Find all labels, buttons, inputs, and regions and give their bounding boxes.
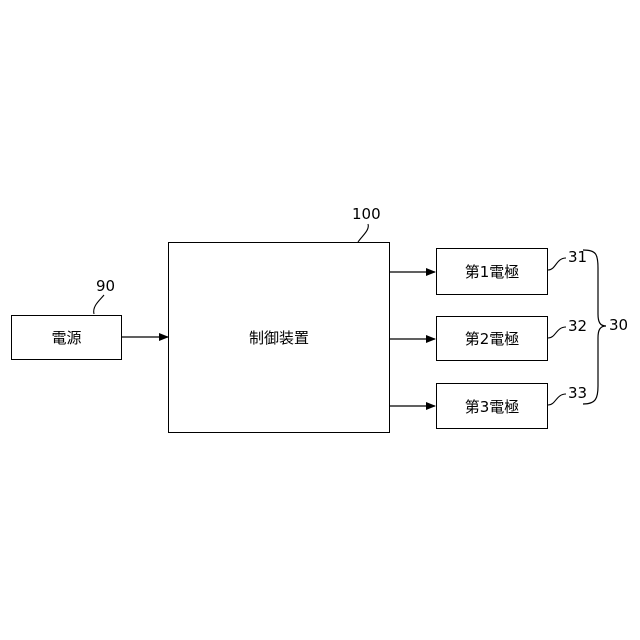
ref-label-90: 90 [96,279,115,294]
electrode-2-label: 第2電極 [465,328,520,349]
leader-line-32 [548,327,566,338]
ref-label-32: 32 [568,319,587,334]
electrode-3-label: 第3電極 [465,396,520,417]
ref-label-31: 31 [568,250,587,265]
power-supply-block: 電源 [11,315,122,360]
ref-label-33: 33 [568,386,587,401]
ref-label-100: 100 [352,207,381,222]
leader-line-33 [548,394,566,405]
leader-line-31 [548,258,566,270]
ref-label-30: 30 [609,318,628,333]
power-supply-label: 電源 [51,327,81,348]
electrode-3-block: 第3電極 [436,383,548,429]
leader-line-100 [358,224,368,242]
electrode-1-block: 第1電極 [436,248,548,295]
controller-label: 制御装置 [249,327,309,348]
electrode-2-block: 第2電極 [436,316,548,361]
electrode-1-label: 第1電極 [465,261,520,282]
controller-block: 制御装置 [168,242,390,433]
leader-line-90 [94,295,104,314]
